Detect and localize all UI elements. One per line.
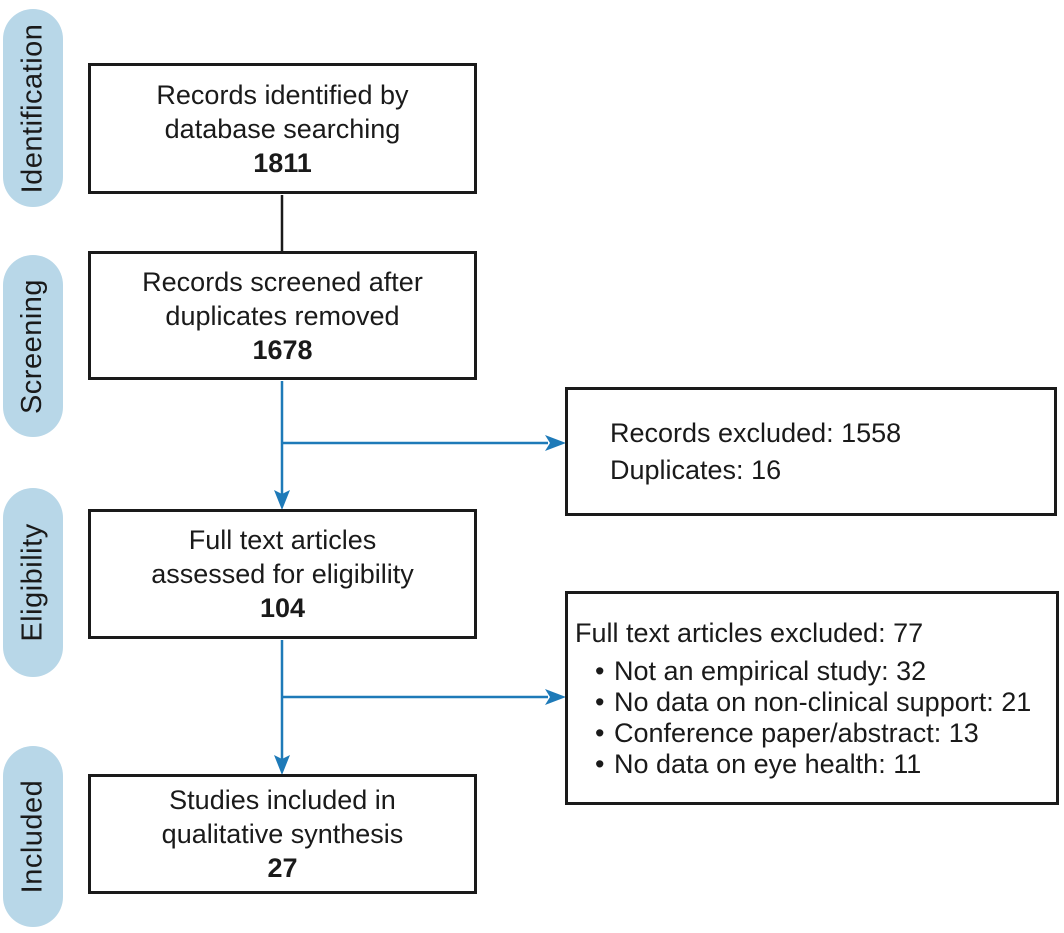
- flow-box-text: duplicates removed: [165, 300, 400, 331]
- exclusion-reason: Not an empirical study: 32: [575, 656, 1050, 687]
- flow-box-count: 1811: [253, 147, 312, 178]
- stage-label: Identification: [16, 23, 49, 193]
- arrow-down-icon: [274, 490, 290, 510]
- exclusion-box-fulltext-excluded: Full text articles excluded: 77 Not an e…: [565, 591, 1059, 805]
- flow-box-text: qualitative synthesis: [161, 819, 404, 849]
- flow-box-studies-included: Studies included in qualitative synthesi…: [88, 774, 477, 894]
- flow-box-text: Records identified by: [156, 79, 409, 110]
- flow-box-text: assessed for eligibility: [151, 559, 414, 589]
- flow-box-count: 104: [259, 593, 306, 623]
- exclusion-reason: Conference paper/abstract: 13: [575, 718, 1050, 749]
- flow-box-text: Studies included in: [169, 785, 396, 815]
- flow-box-fulltext-assessed: Full text articles assessed for eligibil…: [88, 509, 477, 639]
- stage-label: Screening: [16, 278, 49, 414]
- stage-pill-included: Included: [3, 746, 63, 927]
- stage-pill-screening: Screening: [3, 255, 63, 437]
- arrow-right-icon: [545, 435, 566, 451]
- stage-label: Eligibility: [16, 523, 49, 642]
- arrow-right-icon: [545, 689, 566, 705]
- exclusion-box-records-excluded: Records excluded: 1558 Duplicates: 16: [565, 387, 1057, 516]
- flow-box-text: Full text articles: [188, 525, 377, 555]
- exclusion-title: Full text articles excluded: 77: [575, 618, 924, 648]
- stage-pill-identification: Identification: [3, 9, 63, 207]
- flow-box-records-identified: Records identified by database searching…: [88, 63, 477, 194]
- flow-box-text: database searching: [164, 113, 401, 144]
- stage-pill-eligibility: Eligibility: [3, 488, 63, 677]
- flow-box-text: Records screened after: [142, 266, 423, 297]
- flow-box-records-screened: Records screened after duplicates remove…: [88, 251, 477, 380]
- exclusion-text: Records excluded: 1558: [610, 417, 902, 448]
- exclusion-reason: No data on eye health: 11: [575, 749, 1050, 780]
- flow-box-count: 1678: [252, 334, 313, 365]
- stage-label: Included: [16, 779, 49, 894]
- exclusion-reason: No data on non-clinical support: 21: [575, 687, 1050, 718]
- exclusion-text: Duplicates: 16: [610, 454, 782, 485]
- flow-box-count: 27: [267, 853, 298, 883]
- arrow-down-icon: [274, 755, 290, 775]
- exclusion-reason-list: Not an empirical study: 32 No data on no…: [575, 656, 1050, 780]
